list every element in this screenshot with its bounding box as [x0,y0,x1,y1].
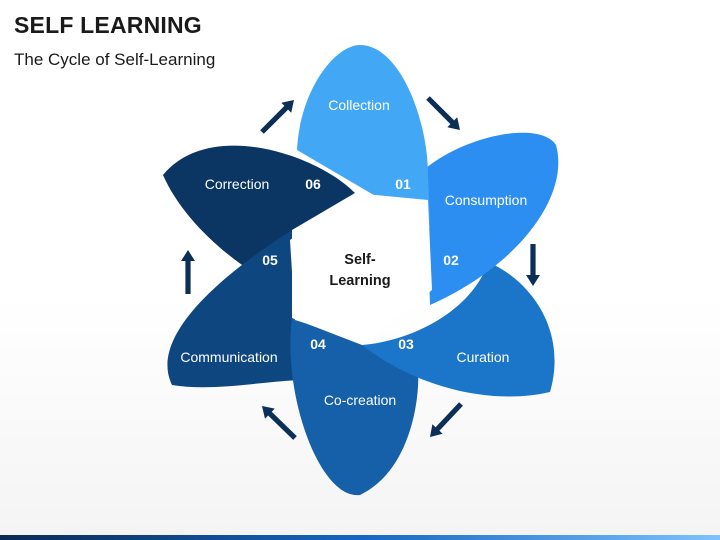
step-label-communication: Communication [180,349,277,365]
center-hub [290,193,432,342]
petal-co-creation[interactable] [290,318,419,496]
footer-accent-bar [0,535,720,540]
petal-collection[interactable] [297,45,430,228]
step-label-correction: Correction [205,176,270,192]
petal-consumption[interactable] [418,132,559,305]
petal-correction[interactable] [163,145,355,293]
petal-communication[interactable] [167,230,305,388]
slide-subtitle: The Cycle of Self-Learning [14,50,216,69]
step-label-collection: Collection [328,97,389,113]
step-number-06: 06 [305,176,321,192]
step-label-curation: Curation [457,349,510,365]
step-number-02: 02 [443,252,459,268]
arrow-co-creation-to-communication [262,406,297,440]
arrow-collection-to-consumption [426,96,460,130]
arrow-communication-to-correction [181,250,195,294]
petal-curation[interactable] [362,262,555,397]
cycle-arrows [181,96,540,440]
step-label-co-creation: Co-creation [324,392,396,408]
center-label-line2: Learning [329,273,390,289]
arrow-consumption-to-curation [526,244,540,286]
arrow-correction-to-collection [260,100,294,134]
step-number-01: 01 [395,176,411,192]
step-number-04: 04 [310,336,326,352]
slide-title: SELF LEARNING [14,12,202,38]
step-number-03: 03 [398,336,414,352]
center-label-line1: Self- [344,252,376,268]
arrow-curation-to-co-creation [430,402,463,437]
step-label-consumption: Consumption [445,192,528,208]
step-number-05: 05 [262,252,278,268]
